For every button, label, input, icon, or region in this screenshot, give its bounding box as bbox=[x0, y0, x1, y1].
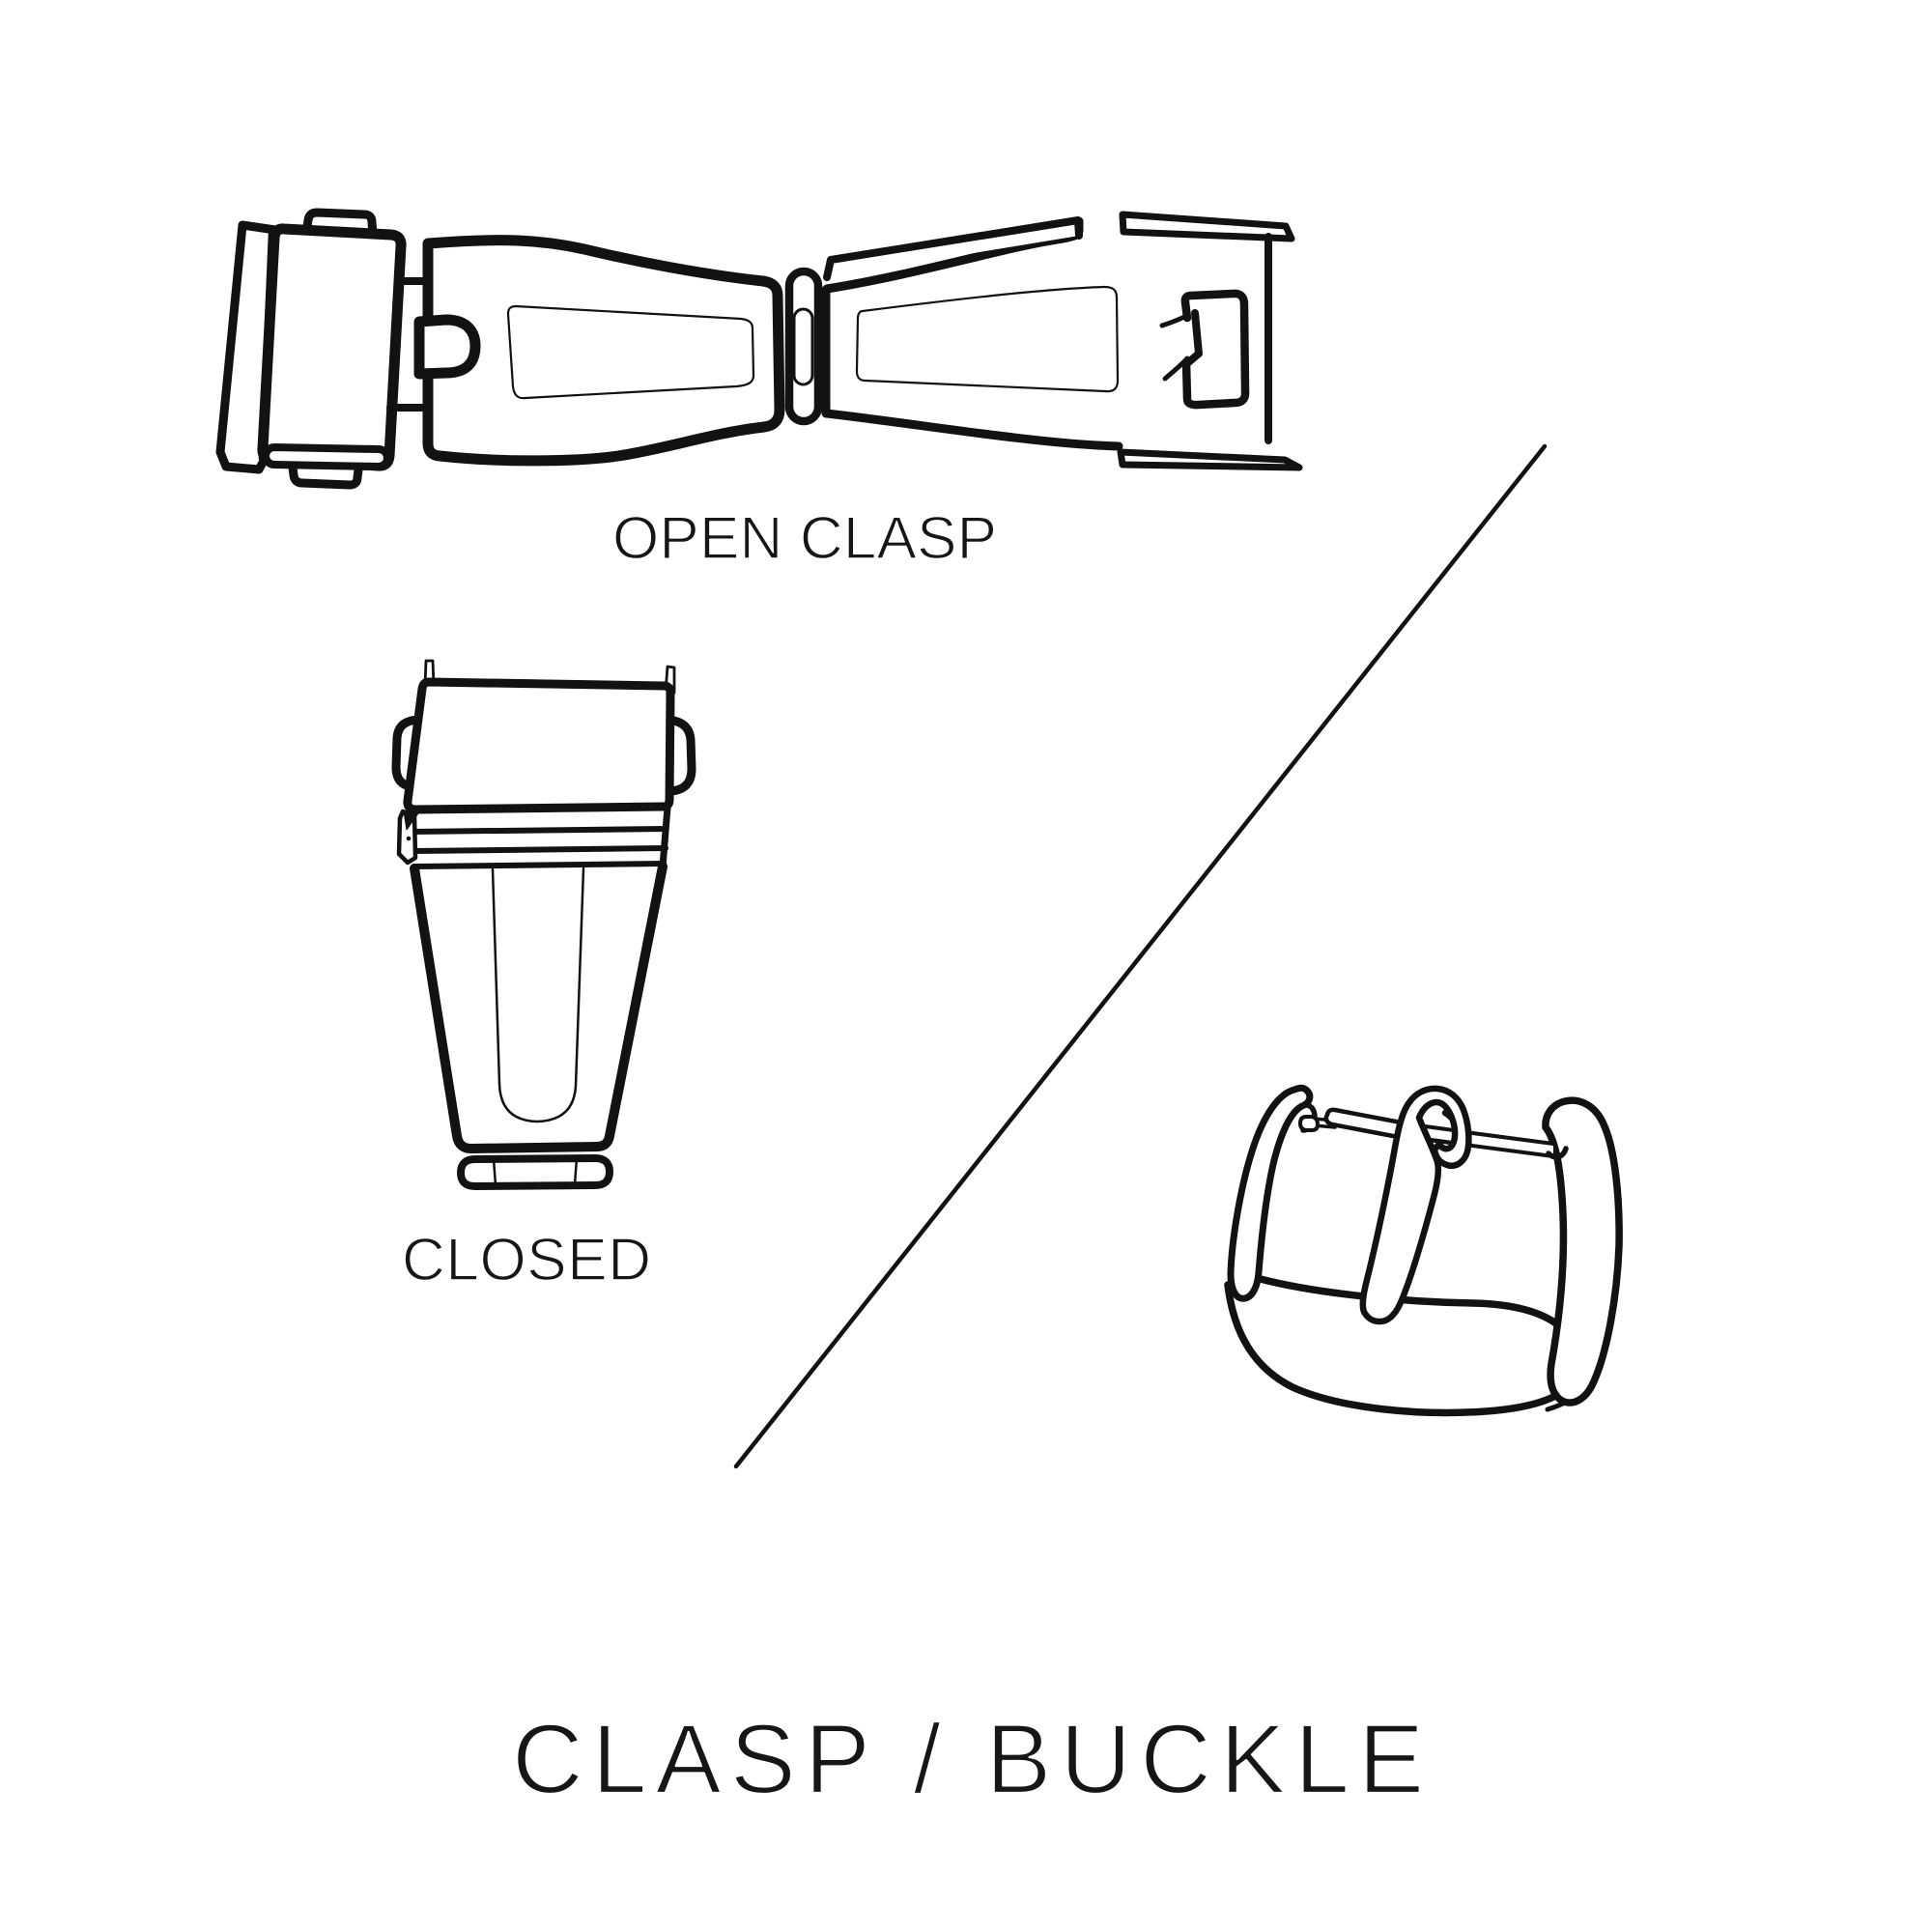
svg-text:CLOSED: CLOSED bbox=[402, 1227, 651, 1293]
svg-text:OPEN CLASP: OPEN CLASP bbox=[612, 505, 997, 572]
svg-text:CLASP / BUCKLE: CLASP / BUCKLE bbox=[512, 1704, 1424, 1814]
